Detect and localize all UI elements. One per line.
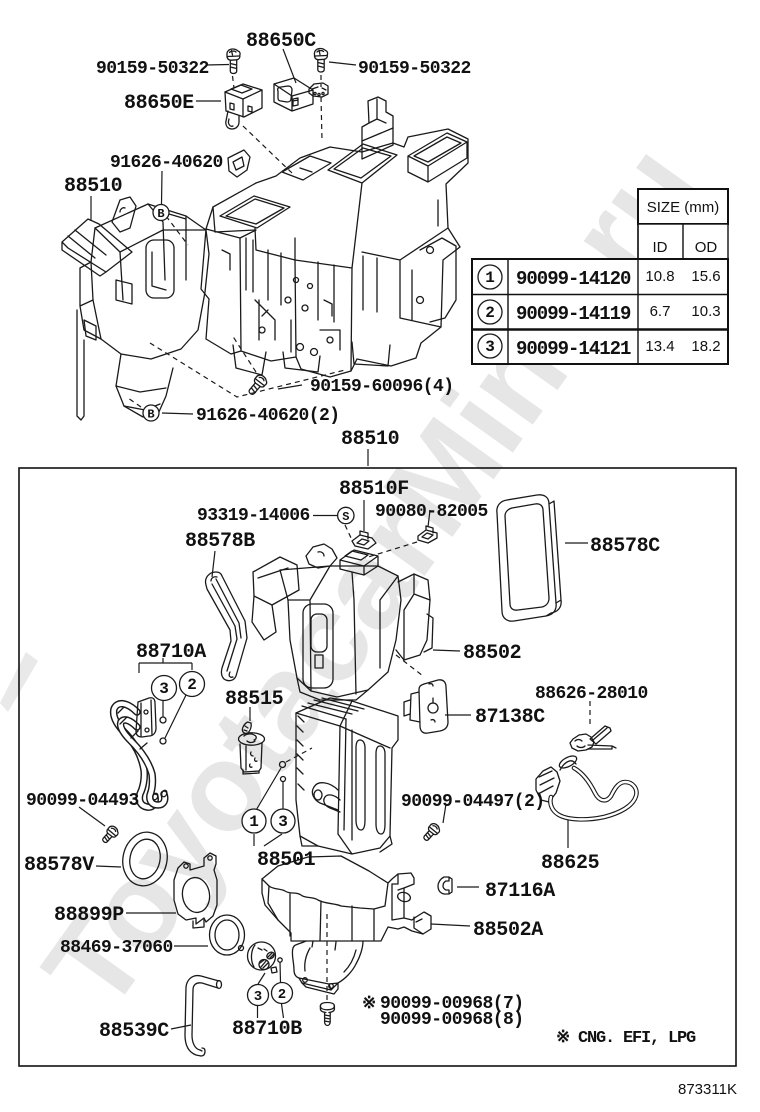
svg-text:CNG. EFI, LPG: CNG. EFI, LPG xyxy=(578,1029,696,1048)
svg-text:90099-14120: 90099-14120 xyxy=(516,268,631,290)
svg-text:2: 2 xyxy=(485,304,495,322)
svg-text:90099-00968(7): 90099-00968(7) xyxy=(380,994,524,1014)
svg-text:90099-00968(8): 90099-00968(8) xyxy=(380,1010,524,1030)
svg-text:6.7: 6.7 xyxy=(650,303,671,320)
svg-text:88578V: 88578V xyxy=(24,854,94,877)
svg-text:88710A: 88710A xyxy=(136,641,206,664)
svg-text:88502A: 88502A xyxy=(473,919,543,942)
svg-text:90080-82005: 90080-82005 xyxy=(375,502,488,522)
svg-text:88502: 88502 xyxy=(463,642,521,665)
svg-text:2: 2 xyxy=(187,676,197,694)
svg-text:88650E: 88650E xyxy=(124,92,194,115)
svg-text:88510: 88510 xyxy=(64,175,122,198)
svg-text:88510: 88510 xyxy=(341,428,399,451)
svg-text:B: B xyxy=(147,408,154,422)
svg-text:※: ※ xyxy=(556,1029,569,1048)
svg-text:1: 1 xyxy=(485,269,495,287)
svg-text:88625: 88625 xyxy=(541,852,599,875)
svg-text:3: 3 xyxy=(159,680,169,698)
svg-text:10.8: 10.8 xyxy=(645,268,674,285)
svg-text:88578B: 88578B xyxy=(185,530,255,553)
svg-text:91626-40620(2): 91626-40620(2) xyxy=(196,406,340,426)
svg-text:88510F: 88510F xyxy=(339,478,409,501)
svg-text:88578C: 88578C xyxy=(590,535,660,558)
svg-text:1: 1 xyxy=(249,813,259,831)
svg-text:90159-60096(4): 90159-60096(4) xyxy=(310,377,454,397)
svg-text:87138C: 87138C xyxy=(475,706,545,729)
svg-text:10.3: 10.3 xyxy=(691,303,720,320)
svg-text:93319-14006: 93319-14006 xyxy=(197,506,310,526)
svg-text:88539C: 88539C xyxy=(99,1020,169,1043)
svg-text:18.2: 18.2 xyxy=(691,338,720,355)
svg-text:91626-40620: 91626-40620 xyxy=(110,153,223,173)
svg-text:3: 3 xyxy=(278,813,288,831)
svg-text:13.4: 13.4 xyxy=(645,338,674,355)
svg-text:87116A: 87116A xyxy=(485,880,555,903)
svg-text:2: 2 xyxy=(278,987,286,1003)
svg-text:3: 3 xyxy=(254,989,262,1005)
svg-text:873311K: 873311K xyxy=(678,1081,737,1098)
svg-text:88469-37060: 88469-37060 xyxy=(60,938,173,958)
svg-text:88710B: 88710B xyxy=(232,1018,302,1041)
svg-text:SIZE (mm): SIZE (mm) xyxy=(647,199,720,216)
svg-text:90099-04497(2): 90099-04497(2) xyxy=(401,792,545,812)
svg-text:※: ※ xyxy=(362,995,375,1014)
svg-text:88501: 88501 xyxy=(257,849,316,872)
svg-text:88899P: 88899P xyxy=(54,904,124,927)
svg-text:S: S xyxy=(342,510,349,524)
svg-text:ID: ID xyxy=(653,239,668,256)
svg-text:90159-50322: 90159-50322 xyxy=(96,59,209,79)
svg-text:15.6: 15.6 xyxy=(691,268,720,285)
svg-text:90099-14121: 90099-14121 xyxy=(516,338,631,360)
svg-text:OD: OD xyxy=(695,239,718,256)
svg-text:88626-28010: 88626-28010 xyxy=(535,684,648,704)
svg-text:88515: 88515 xyxy=(225,688,283,711)
svg-text:B: B xyxy=(157,207,164,221)
svg-text:90159-50322: 90159-50322 xyxy=(358,59,471,79)
svg-text:90099-14119: 90099-14119 xyxy=(516,303,631,325)
svg-text:90099-04493: 90099-04493 xyxy=(26,791,139,811)
svg-text:88650C: 88650C xyxy=(246,30,316,53)
svg-text:3: 3 xyxy=(485,338,495,356)
